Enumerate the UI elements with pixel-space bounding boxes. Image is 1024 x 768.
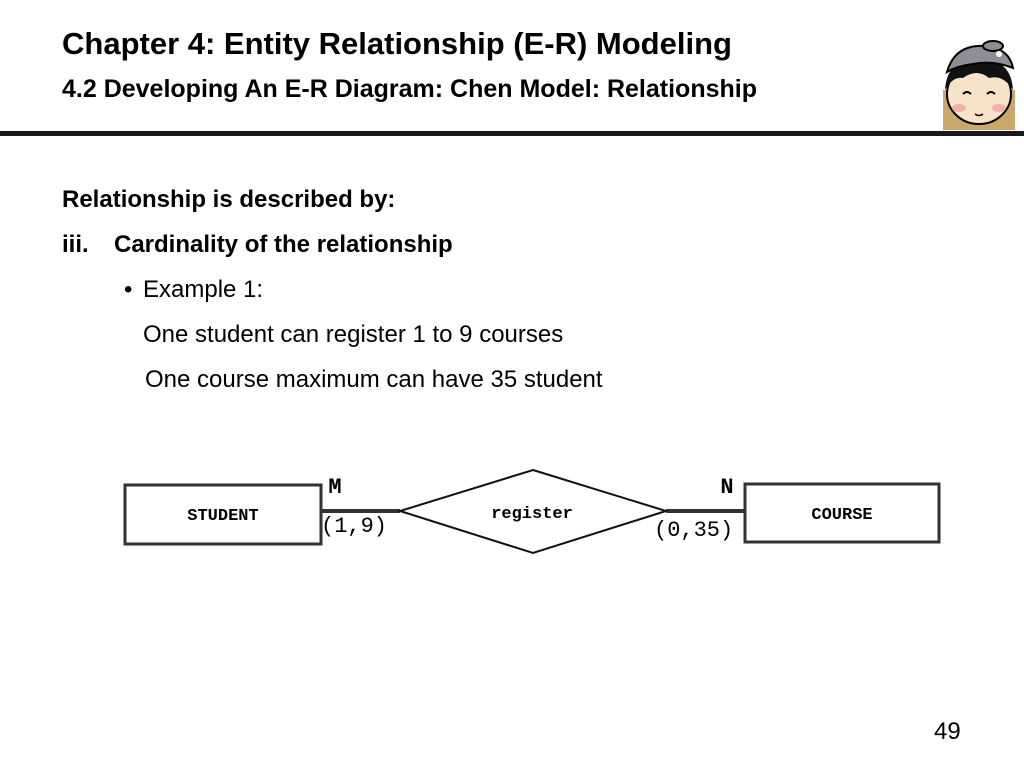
er-diagram: STUDENT register COURSE M (1,9) N (0,35) [123, 468, 941, 555]
example-line-1: One student can register 1 to 9 courses [143, 321, 564, 348]
example-label: Example 1: [143, 276, 264, 303]
bullet-dot: • [124, 276, 133, 303]
entity-student-box [123, 483, 323, 546]
slide-title: Chapter 4: Entity Relationship (E-R) Mod… [62, 26, 732, 61]
title-divider [0, 131, 1024, 136]
page-number: 49 [934, 718, 961, 745]
example-line-2: One course maximum can have 35 student [145, 366, 603, 393]
entity-student-label: STUDENT [187, 507, 258, 526]
right-cardinality: (0,35) [654, 518, 733, 543]
list-item-number: iii. [62, 231, 89, 258]
slide-subtitle: 4.2 Developing An E-R Diagram: Chen Mode… [62, 75, 757, 103]
mascot-icon [943, 40, 1015, 130]
list-item-text: Cardinality of the relationship [114, 231, 453, 258]
relationship-diamond [396, 468, 670, 555]
content-heading: Relationship is described by: [62, 186, 396, 213]
left-cardinality: (1,9) [321, 514, 387, 539]
entity-course-box [743, 482, 941, 544]
right-connectivity: N [720, 475, 733, 500]
entity-course-label: COURSE [811, 506, 872, 525]
left-connectivity: M [328, 475, 341, 500]
relationship-label: register [491, 505, 573, 524]
